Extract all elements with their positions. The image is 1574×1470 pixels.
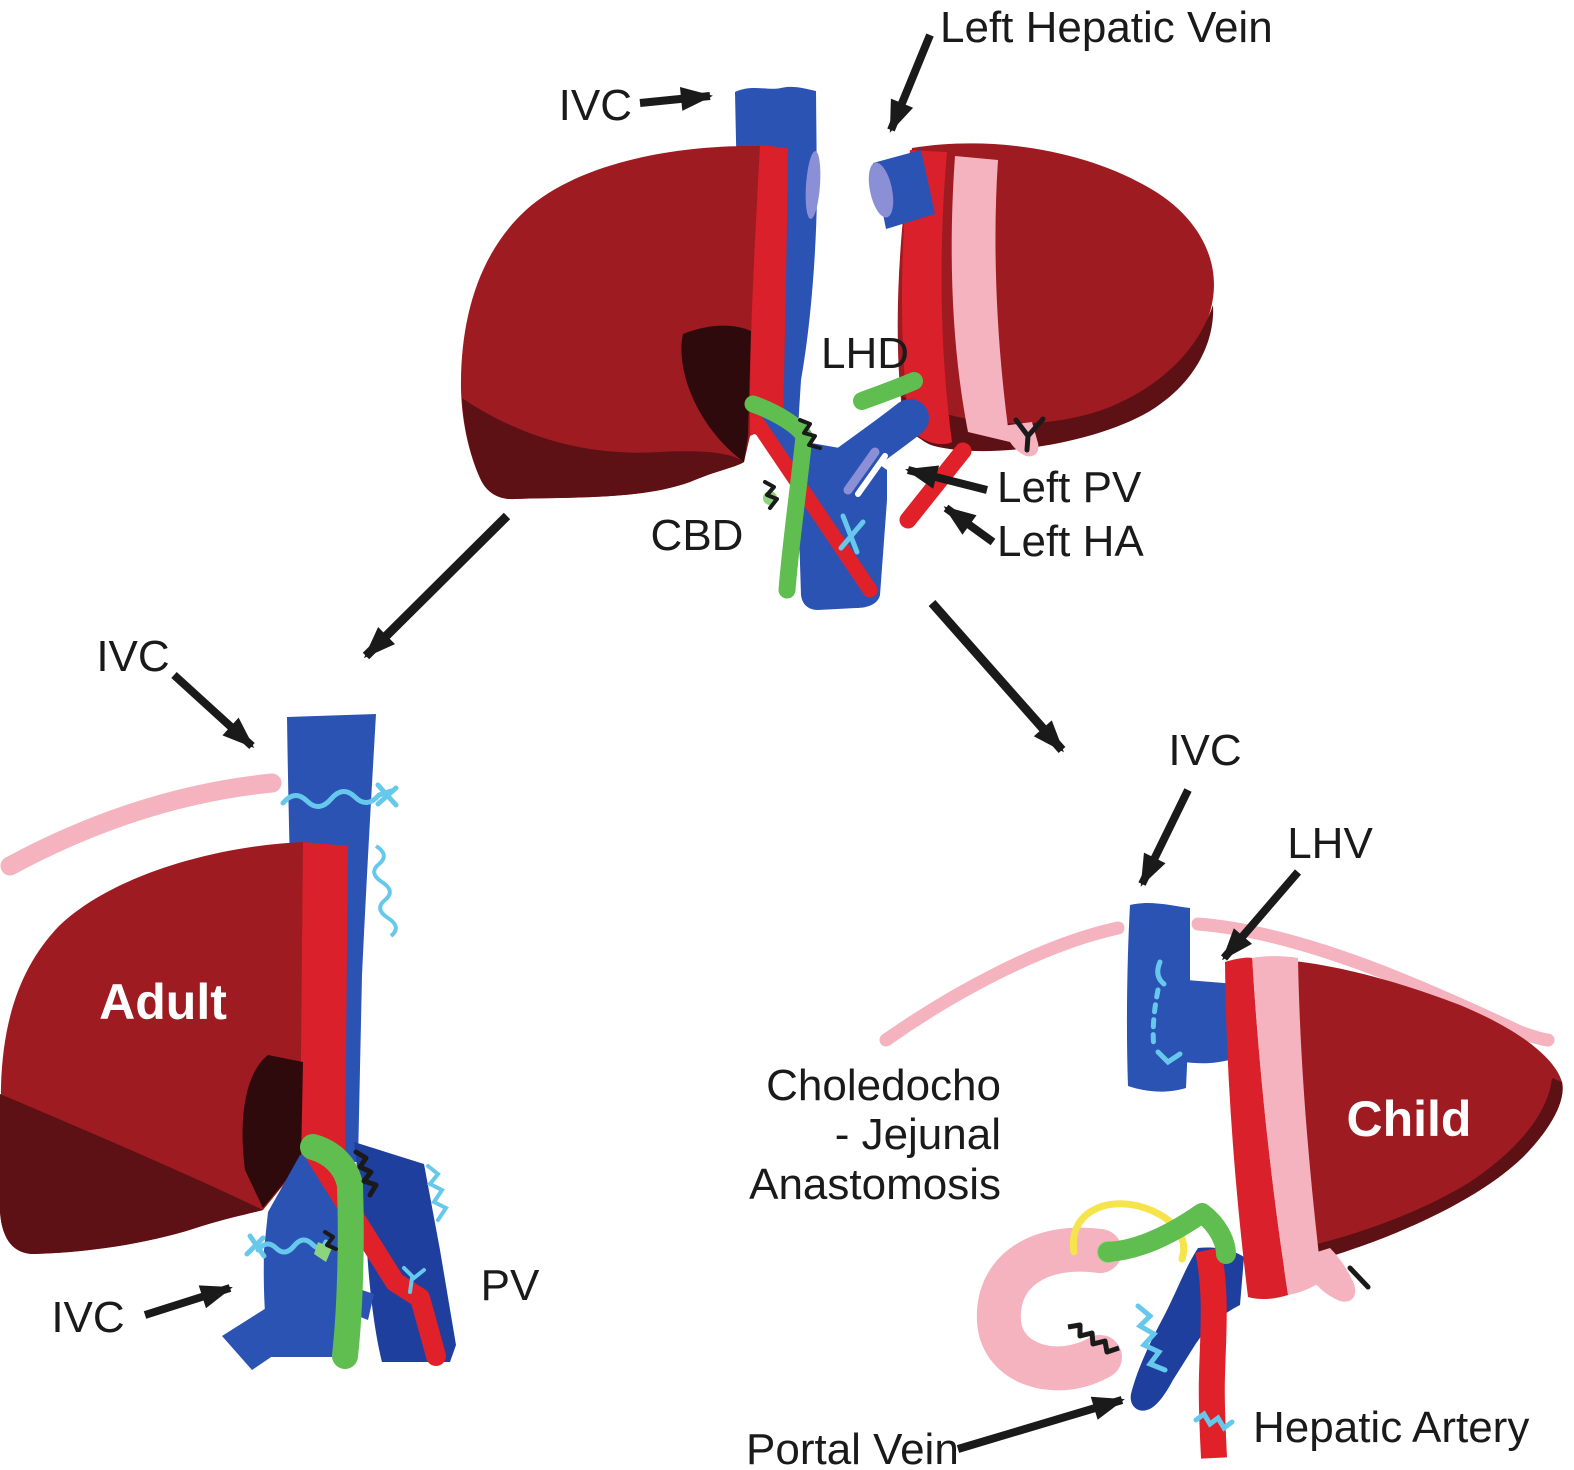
donor-stripe-tie-thread [1013,416,1046,453]
adult-ivc-upper-anastomosis-suture [280,782,399,809]
donor-hepatic-artery [750,416,878,598]
donor-left-segment-cut-surface [901,150,952,445]
donor-right-lobe-hilar-notch [681,325,751,462]
portal-vein-label: Portal Vein [746,1425,959,1470]
left-hepatic-vein-label: Left Hepatic Vein [940,3,1273,52]
child-recipient-section: Child IVC LHV Choledocho - Jejunal Anast… [746,726,1563,1470]
portal-vein-arrow [956,1396,1125,1453]
donor-right-lobe-underside [462,398,744,500]
adult-ivc-lower-label: IVC [51,1293,124,1342]
left-portal-vein-stub [826,399,929,485]
child-ha-anastomosis-suture [1193,1410,1235,1432]
child-bile-duct [1098,1203,1236,1264]
left-hepatic-vein-arrow [887,33,934,133]
donor-suture-mark [838,513,866,555]
child-lhv-arrow [1220,869,1302,961]
left-hepatic-duct-stub [853,372,923,410]
donor-tie-threads [763,418,822,510]
hepatic-artery-label: Hepatic Artery [1253,1403,1529,1452]
donor-left-segment-pink-stripe [951,156,1010,442]
cbd-label: CBD [651,511,744,560]
adult-pv-label: PV [481,1261,540,1310]
child-ivc-anastomosis-suture [1150,959,1183,1066]
adult-recipient-section: Adult IVC IVC PV [0,632,540,1370]
child-liver-cut-surface [1225,957,1288,1300]
left-ha-label: Left HA [997,517,1144,566]
anastomosis-label-line2: - Jejunal [835,1110,1001,1159]
donor-ivc-cuff-sliver [805,151,821,219]
split-to-child-arrow [928,600,1066,753]
child-lhv-anastomosed [1162,978,1236,1064]
portal-vein-slit [855,453,888,497]
adult-liver-hilar-notch [242,1055,303,1208]
adult-diaphragm-line [0,773,282,876]
adult-liver-title: Adult [99,974,227,1030]
adult-liver-cut-surface [300,842,348,1162]
adult-pv-suture-marks [402,1164,449,1294]
child-liver-pink-stripe [1252,956,1322,1295]
common-bile-duct [744,395,813,599]
portal-vein-sliver [843,447,880,495]
jejunal-yellow-band [1069,1200,1188,1263]
child-diaphragm-line-right [1191,917,1555,1047]
jejunal-loop [976,1227,1122,1391]
adult-ivc-lower-arrow [143,1284,233,1319]
donor-liver-section [460,86,1214,610]
adult-ivc-upper-label: IVC [96,632,169,681]
child-pink-stripe-stub [1298,1248,1356,1302]
left-pv-arrow [905,465,988,494]
child-liver [1232,958,1563,1272]
left-ha-arrow [943,504,996,546]
jejunal-tie-thread [1067,1322,1120,1355]
adult-ivc-upper-arrow [171,672,255,749]
donor-labels: IVC Left Hepatic Vein LHD Left PV Left H… [362,3,1273,753]
adult-tie-threads [323,1149,379,1251]
child-diaphragm-line-left [879,921,1125,1047]
donor-left-segment-underside [902,305,1214,452]
adult-ivc-edge-suture-chain [372,844,398,938]
adult-ivc-branch-arm [222,1298,314,1370]
child-ivc-label: IVC [1168,726,1241,775]
adult-bile-duct [300,1134,364,1369]
child-pv-anastomosis-suture [1135,1303,1168,1373]
adult-liver-underside [0,1094,263,1254]
donor-right-lobe-cut-surface [750,145,788,436]
donor-ivc-arrow [639,86,713,111]
child-hepatic-artery [1195,1247,1227,1459]
left-hepatic-vein-stub-opening [868,162,894,218]
anastomosis-label-line3: Anastomosis [749,1160,1001,1209]
donor-ivc-label: IVC [559,81,632,130]
anastomosis-label-line1: Choledocho [766,1061,1001,1110]
child-liver-title: Child [1347,1091,1472,1147]
split-to-adult-arrow [362,512,511,660]
choledocho-jejunal-anastomosis-label: Choledocho - Jejunal Anastomosis [749,1061,1001,1209]
child-ivc-arrow [1138,788,1192,887]
lhd-label: LHD [821,329,909,378]
child-lhv-label: LHV [1287,819,1373,868]
left-pv-label: Left PV [997,463,1142,512]
child-liver-tick [1347,1265,1371,1290]
